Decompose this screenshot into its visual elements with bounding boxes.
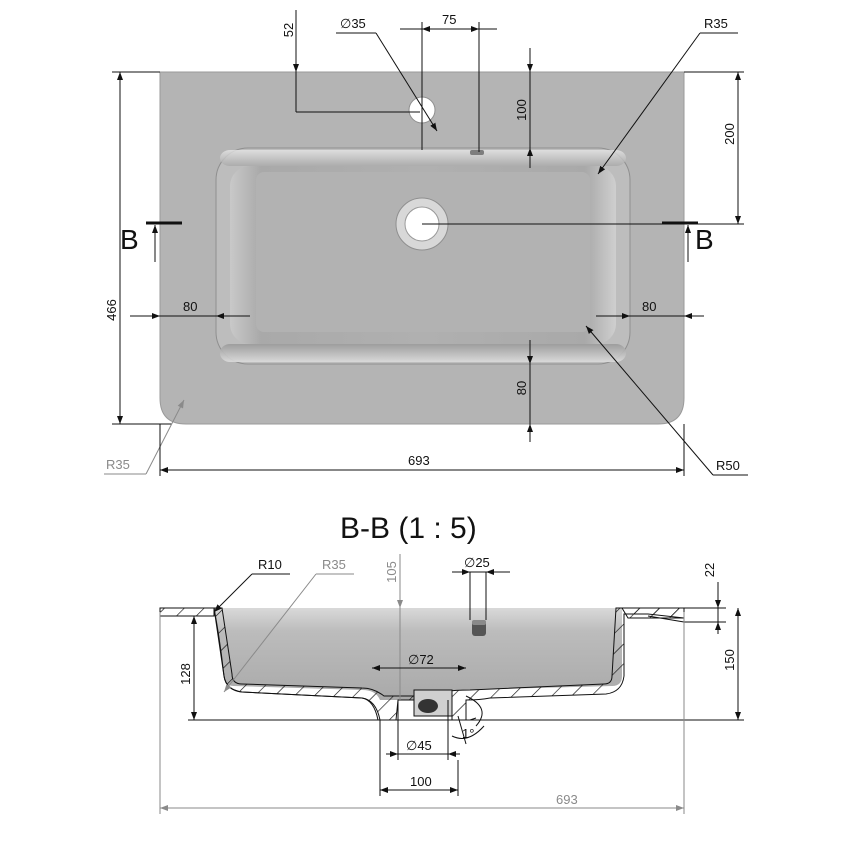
- section-mark-left: B: [120, 221, 182, 262]
- dim-52: 52: [281, 10, 420, 113]
- section-mark-right-label: B: [695, 224, 714, 255]
- sec-dim-r10-label: R10: [258, 557, 282, 572]
- section-wall: [160, 607, 685, 721]
- inner-bowl: [215, 147, 631, 365]
- top-view: 52 ∅35 75 R35 100: [104, 10, 748, 476]
- sec-dim-angle: 1°: [451, 715, 485, 745]
- dim-d35-label: ∅35: [340, 16, 366, 31]
- sec-dim-128: 128: [178, 615, 378, 721]
- sec-dim-angle-label: 1°: [462, 726, 474, 741]
- dim-r35-bottom-label: R35: [106, 457, 130, 472]
- dim-80-left-label: 80: [183, 299, 197, 314]
- section-mark-right: B: [662, 221, 714, 262]
- sec-dim-d72-label: ∅72: [408, 652, 434, 667]
- sec-dim-100-label: 100: [410, 774, 432, 789]
- dim-r50: R50: [585, 325, 748, 476]
- sec-dim-150-label: 150: [722, 649, 737, 671]
- section-mark-left-label: B: [120, 224, 139, 255]
- dim-100: 100: [514, 48, 533, 168]
- sec-dim-150: 150: [470, 608, 744, 721]
- dim-d35: ∅35: [336, 16, 438, 132]
- dim-693-top: 693: [159, 424, 685, 476]
- dim-466: 466: [104, 71, 172, 425]
- section-title: B-B (1 : 5): [340, 512, 477, 545]
- dim-80-left: 80: [130, 299, 250, 319]
- section-view: R10 R35 105 ∅25: [159, 554, 744, 814]
- overflow-plug: [472, 620, 486, 636]
- dim-75-label: 75: [442, 12, 456, 27]
- sec-dim-100: 100: [379, 720, 459, 796]
- dim-100-label: 100: [514, 99, 529, 121]
- dim-200-label: 200: [722, 123, 737, 145]
- sec-dim-d45: ∅45: [386, 700, 460, 760]
- sec-dim-105: 105: [384, 554, 403, 700]
- sec-dim-d25-label: ∅25: [464, 555, 490, 570]
- dim-693-top-label: 693: [408, 453, 430, 468]
- sec-dim-r10: R10: [213, 557, 290, 613]
- sec-dim-r35-label: R35: [322, 557, 346, 572]
- sec-dim-128-label: 128: [178, 663, 193, 685]
- dim-r35-top: R35: [597, 16, 738, 175]
- dim-466-label: 466: [104, 299, 119, 321]
- dim-80-right-label: 80: [642, 299, 656, 314]
- sec-dim-22-label: 22: [702, 563, 717, 577]
- sec-dim-d72: ∅72: [372, 652, 466, 671]
- dim-80-bottom-label: 80: [514, 381, 529, 395]
- sec-dim-r35: R35: [223, 557, 354, 693]
- dim-80-right: 80: [596, 299, 704, 319]
- sec-dim-693: 693: [159, 612, 685, 814]
- dim-75: 75: [400, 12, 497, 152]
- dim-r35-top-label: R35: [704, 16, 728, 31]
- dim-200: 200: [660, 71, 744, 225]
- overflow-slot: [470, 150, 484, 155]
- section-drain: [413, 689, 483, 727]
- sec-dim-22: 22: [684, 563, 726, 634]
- dim-80-bottom: 80: [514, 340, 533, 442]
- sec-dim-693-label: 693: [556, 792, 578, 807]
- sec-dim-105-label: 105: [384, 561, 399, 583]
- section-bowl: [214, 608, 622, 700]
- dim-52-label: 52: [281, 23, 296, 37]
- sec-dim-d25: ∅25: [452, 555, 510, 620]
- sec-dim-d45-label: ∅45: [406, 738, 432, 753]
- dim-r35-bottom: R35: [104, 399, 185, 475]
- dim-r50-label: R50: [716, 458, 740, 473]
